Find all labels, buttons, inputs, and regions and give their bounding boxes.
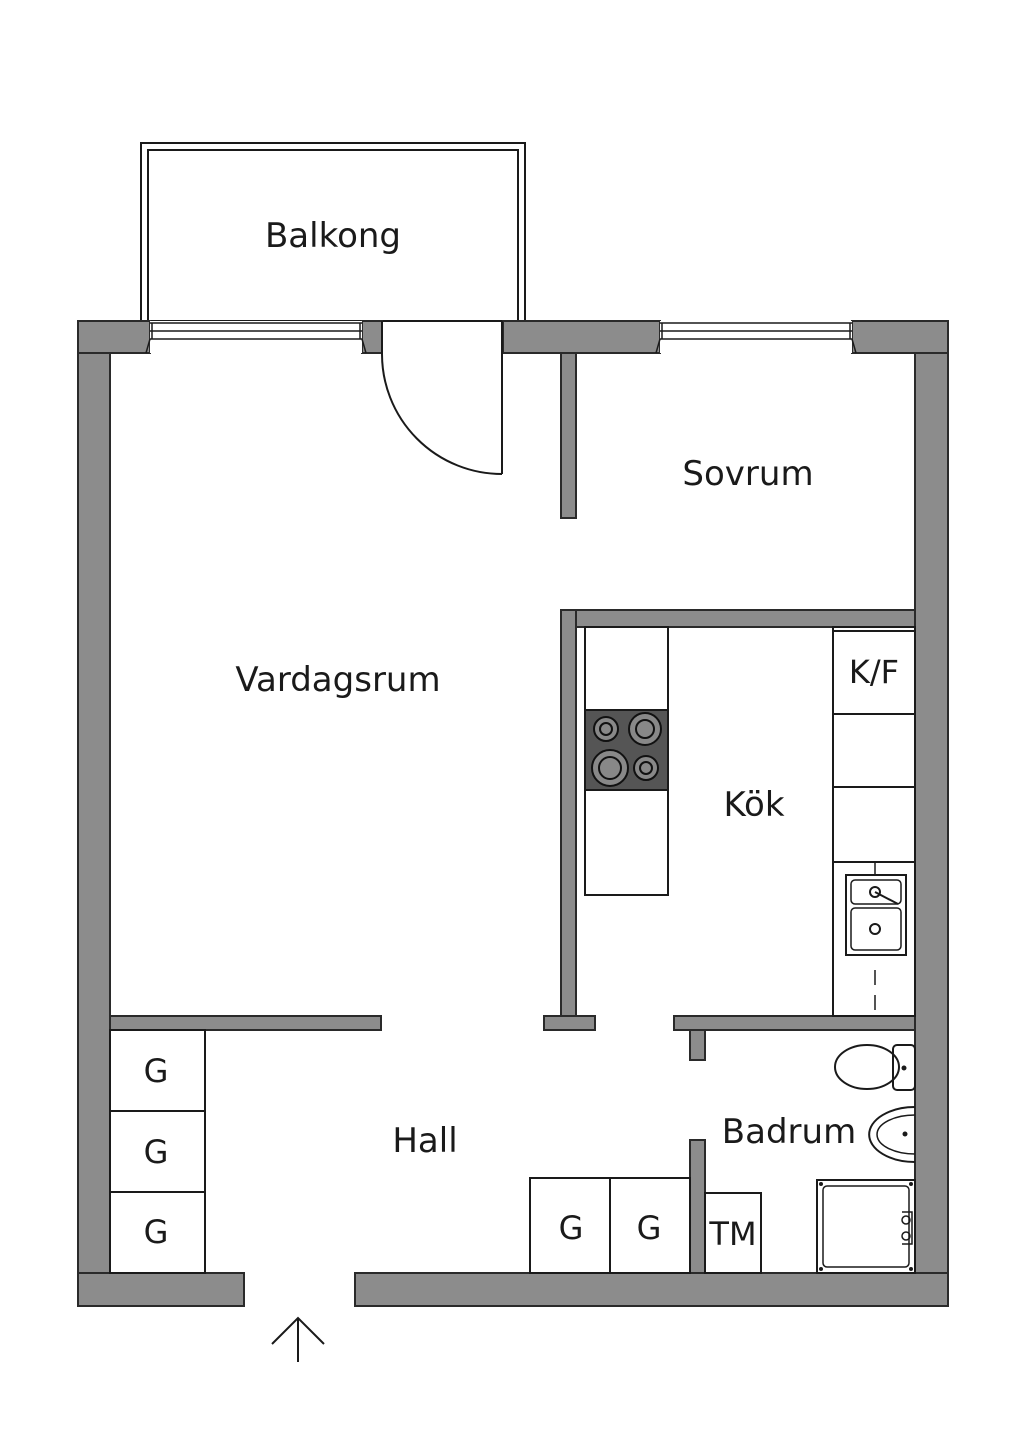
- kitchen-counter-left: [584, 626, 669, 896]
- kitchen-counter-right: [832, 626, 916, 1017]
- washbasin-icon: [868, 1106, 916, 1163]
- interior-walls: [109, 352, 916, 1274]
- balcony-door: [380, 321, 503, 475]
- toilet-icon: [834, 1044, 916, 1091]
- washing-machine-label: TM: [708, 1215, 756, 1253]
- wardrobe-label: G: [559, 1209, 584, 1247]
- hall-wardrobes-left: [109, 1029, 206, 1274]
- living-room-window: [145, 321, 367, 354]
- wardrobe-label: G: [144, 1133, 169, 1171]
- kitchen-sink-icon: [845, 874, 907, 956]
- balcony-label: Balkong: [265, 216, 401, 256]
- kitchen-label: Kök: [723, 785, 784, 825]
- wardrobe-label: G: [637, 1209, 662, 1247]
- shower-icon: [816, 1179, 916, 1274]
- bedroom-window: [655, 321, 857, 354]
- fridge-freezer-label: K/F: [849, 653, 899, 691]
- exterior-walls: [77, 320, 949, 1307]
- hob-burner-icon: [591, 712, 662, 787]
- wardrobe-label: G: [144, 1052, 169, 1090]
- entrance-arrow-icon: [271, 1316, 325, 1362]
- wardrobe-label: G: [144, 1213, 169, 1251]
- washing-machine: [704, 1192, 762, 1274]
- living-room-label: Vardagsrum: [235, 660, 440, 700]
- bedroom-label: Sovrum: [682, 454, 813, 494]
- hall-wardrobes-bottom: [529, 1177, 691, 1274]
- hall-label: Hall: [392, 1121, 457, 1161]
- bathroom-label: Badrum: [722, 1112, 856, 1152]
